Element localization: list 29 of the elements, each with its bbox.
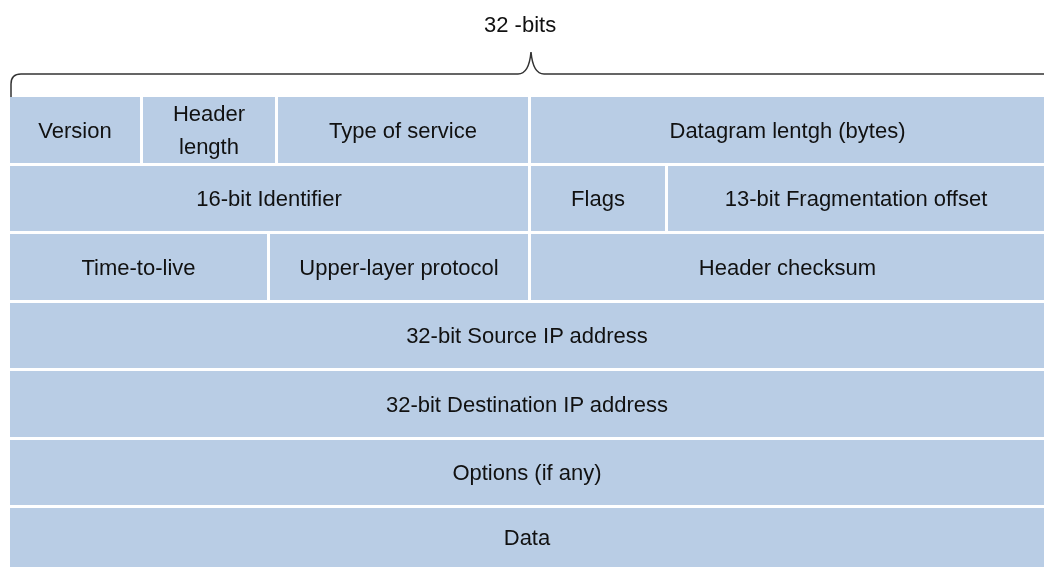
field-name: Version bbox=[38, 116, 112, 145]
header-field-cell bbox=[10, 234, 267, 300]
header-field-cell bbox=[278, 97, 528, 163]
field-name: Time-to-live bbox=[81, 253, 196, 282]
field-name: 13-bit Fragmentation offset bbox=[724, 185, 988, 213]
field-name: 16-bit Identifier bbox=[196, 185, 342, 213]
field-name: Options (if any) bbox=[452, 459, 602, 487]
bit-width-label: 32 -bits bbox=[484, 12, 557, 38]
header-field-cell bbox=[10, 166, 528, 231]
header-field-cell bbox=[143, 97, 275, 163]
field-name: Data bbox=[503, 524, 551, 552]
field-name: Datagram lentgh (bytes) bbox=[669, 116, 906, 145]
header-field-cell bbox=[531, 234, 1044, 300]
field-name: 32-bit Source IP address bbox=[406, 322, 648, 350]
field-name: Flags bbox=[571, 185, 625, 213]
field-name: Header length bbox=[171, 100, 247, 161]
field-name: Type of service bbox=[329, 116, 477, 145]
header-field-cell bbox=[10, 371, 1044, 437]
header-field-cell bbox=[668, 166, 1044, 231]
header-field-cell bbox=[531, 166, 665, 231]
header-field-cell bbox=[10, 508, 1044, 567]
header-field-cell bbox=[10, 97, 140, 163]
field-name: Header checksum bbox=[698, 253, 877, 282]
field-name: 32-bit Destination IP address bbox=[385, 390, 669, 419]
header-field-cell bbox=[531, 97, 1044, 163]
header-field-cell bbox=[10, 440, 1044, 505]
field-name: Upper-layer protocol bbox=[299, 253, 499, 282]
header-field-cell bbox=[270, 234, 528, 300]
header-field-cell bbox=[10, 303, 1044, 368]
